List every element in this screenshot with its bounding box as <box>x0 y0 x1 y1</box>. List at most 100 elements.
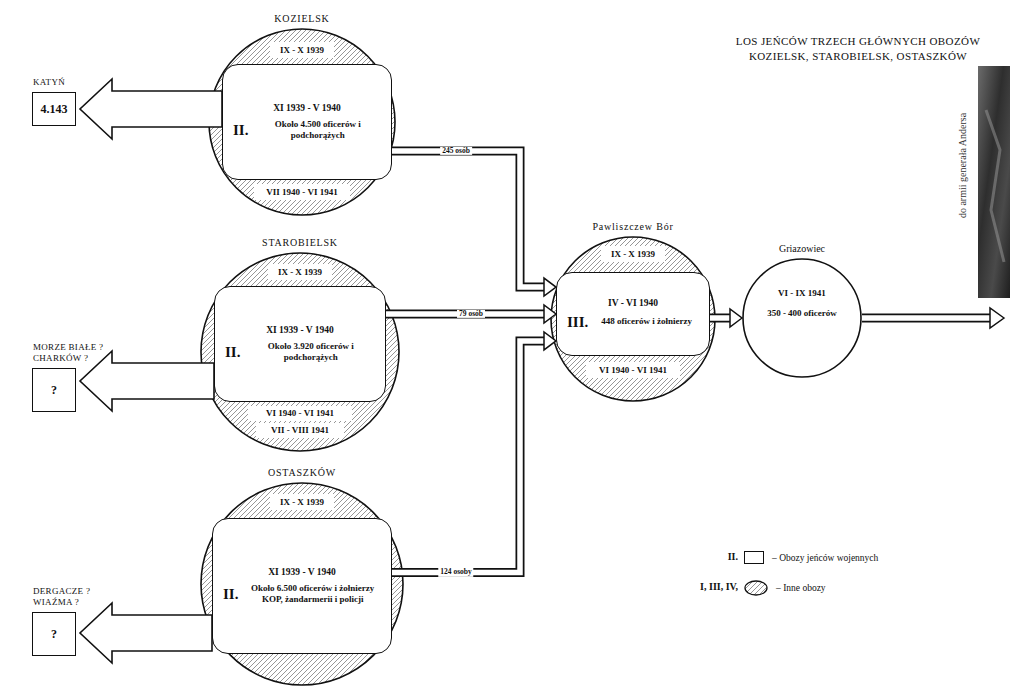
camp-circle-shape <box>201 253 399 451</box>
camp-circle: STAROBIELSKIX - X 1939XI 1939 - V 1940II… <box>200 252 400 452</box>
arrow-head <box>544 278 556 296</box>
photo-texture <box>986 110 1004 262</box>
transfer-arrow <box>710 314 730 323</box>
date-range: VII - VIII 1941 <box>271 426 329 435</box>
transfer-count: 79 osób <box>459 310 483 318</box>
fate-arrow <box>80 79 222 139</box>
connector-group <box>392 151 556 296</box>
victim-count: ? <box>51 627 57 642</box>
text-holder: OSTASZKÓW <box>150 467 454 478</box>
camp-number: II. <box>223 586 238 603</box>
destination-note: do armii generała Andersa <box>957 112 968 217</box>
exit-arrow-inner <box>862 315 992 321</box>
fate-box: MORZE BIAŁE ? CHARKÓW ?? <box>32 368 76 412</box>
date-band: VII - VIII 1941 <box>256 423 344 438</box>
prisoner-count: 350 - 400 oficerów <box>767 308 837 319</box>
fate-box: KATYŃ4.143 <box>32 92 76 126</box>
date-band: VI 1940 - VI 1941 <box>248 406 352 421</box>
place-name: DERGACZE ? WIAŹMA ? <box>33 586 123 609</box>
camp-period-box: XI 1939 - V 1940II. Około 3.920 oficerów … <box>214 286 386 402</box>
text-holder: STAROBIELSK <box>150 237 450 248</box>
camp-circle-shape <box>743 259 861 377</box>
camp-circle-shape <box>551 237 715 401</box>
legend-code: I, III, IV, <box>690 581 738 592</box>
text-holder: MORZE BIAŁE ? CHARKÓW ? <box>33 342 123 365</box>
text-holder: Griazowiec <box>692 243 912 254</box>
fate-arrow <box>80 351 214 411</box>
transfer-count: 245 osób <box>442 147 470 155</box>
text-holder: Pawliszczew Bór <box>500 221 766 232</box>
connector-group <box>80 351 214 411</box>
date-range: XI 1939 - V 1940 <box>233 103 381 113</box>
victim-count: ? <box>51 383 57 398</box>
camp-circle: GriazowiecVI - IX 1941350 - 400 oficerów <box>742 258 862 378</box>
camp-circle-shape <box>201 483 403 685</box>
date-range: XI 1939 - V 1940 <box>225 325 375 335</box>
camp-number: II. <box>225 344 240 361</box>
date-range: VI 1940 - VI 1941 <box>599 366 667 375</box>
camp-name: KOZIELSK <box>158 13 446 24</box>
arrow-head <box>544 332 556 350</box>
camp-name: STAROBIELSK <box>150 237 450 248</box>
transfer-arrow-inner <box>392 341 544 573</box>
legend-text: – Obozy jeńców wojennych <box>772 553 878 563</box>
transfer-arrow <box>392 151 544 287</box>
legend-code: II. <box>704 551 738 562</box>
prisoner-count: Około 6.500 oficerów i żołnierzy KOP, ża… <box>244 583 381 606</box>
legend-row: – Inne obozy <box>744 580 826 596</box>
date-band: VII 1940 - VI 1941 <box>254 184 350 200</box>
label-holder: do armii generała Andersa <box>957 112 968 217</box>
title-block: LOS JEŃCÓW TRZECH GŁÓWNYCH OBOZÓW KOZIEL… <box>716 34 1000 64</box>
text-holder: KATYŃ <box>33 77 123 88</box>
prisoner-count: 448 oficerów i żołnierzy <box>594 316 699 327</box>
connector-group <box>80 79 222 139</box>
fate-arrow <box>80 603 212 663</box>
transfer-arrow-inner <box>710 315 730 321</box>
place-name: MORZE BIAŁE ? CHARKÓW ? <box>33 342 123 365</box>
date-range: VII 1940 - VI 1941 <box>266 188 337 197</box>
prisoner-count: Około 4.500 oficerów i podchorążych <box>254 119 381 142</box>
text-holder: DERGACZE ? WIAŹMA ? <box>33 586 123 609</box>
connector-group <box>710 309 742 327</box>
date-range: IX - X 1939 <box>280 46 324 55</box>
camp-circle: KOZIELSKIX - X 1939XI 1939 - V 1940II.Ok… <box>208 28 396 216</box>
photo-strip <box>978 66 1010 298</box>
label-holder: I, III, IV, <box>690 581 738 592</box>
legend-swatch <box>744 551 764 564</box>
arrow-head <box>730 309 742 327</box>
victim-count: 4.143 <box>41 102 68 117</box>
date-range: IX - X 1939 <box>611 250 655 259</box>
arrow-head <box>544 305 556 323</box>
exit-arrow-shaft <box>862 314 991 323</box>
date-band: VI 1940 - VI 1941 <box>586 362 680 378</box>
transfer-count: 124 osoby <box>440 568 471 576</box>
camp-name: OSTASZKÓW <box>150 467 454 478</box>
camp-number: III. <box>567 314 588 331</box>
camp-name: Pawliszczew Bór <box>500 221 766 232</box>
legend-text: – Inne obozy <box>776 583 826 593</box>
prisoner-count: Około 3.920 oficerów i podchorążych <box>246 341 375 364</box>
label-holder: II. <box>704 551 738 562</box>
edge-label-patch: 79 osób <box>457 310 485 318</box>
edge-label-patch: 245 osób <box>440 147 472 155</box>
camp-name: Griazowiec <box>692 243 912 254</box>
camp-circle: Pawliszczew BórIX - X 1939IV - VI 1940II… <box>550 236 716 402</box>
date-range: IX - X 1939 <box>280 498 324 507</box>
title: LOS JEŃCÓW TRZECH GŁÓWNYCH OBOZÓW KOZIEL… <box>716 34 1000 64</box>
camp-number: II. <box>233 122 248 139</box>
camp-period-box: XI 1939 - V 1940II. Około 4.500 oficerów … <box>222 64 392 180</box>
date-range: VI - IX 1941 <box>778 288 826 298</box>
edge-label-patch: 124 osoby <box>438 568 473 576</box>
legend-row: – Obozy jeńców wojennych <box>744 551 878 564</box>
text-holder: KOZIELSK <box>158 13 446 24</box>
transfer-arrow <box>392 341 544 573</box>
date-range: XI 1939 - V 1940 <box>223 567 381 577</box>
legend-ellipse <box>745 581 767 595</box>
camp-circle: OSTASZKÓWIX - X 1939XI 1939 - V 1940II.O… <box>200 482 404 686</box>
legend-swatch <box>744 580 768 596</box>
date-range: IV - VI 1940 <box>567 298 699 308</box>
date-range: IX - X 1939 <box>278 268 322 277</box>
date-range: VI 1940 - VI 1941 <box>266 409 334 418</box>
